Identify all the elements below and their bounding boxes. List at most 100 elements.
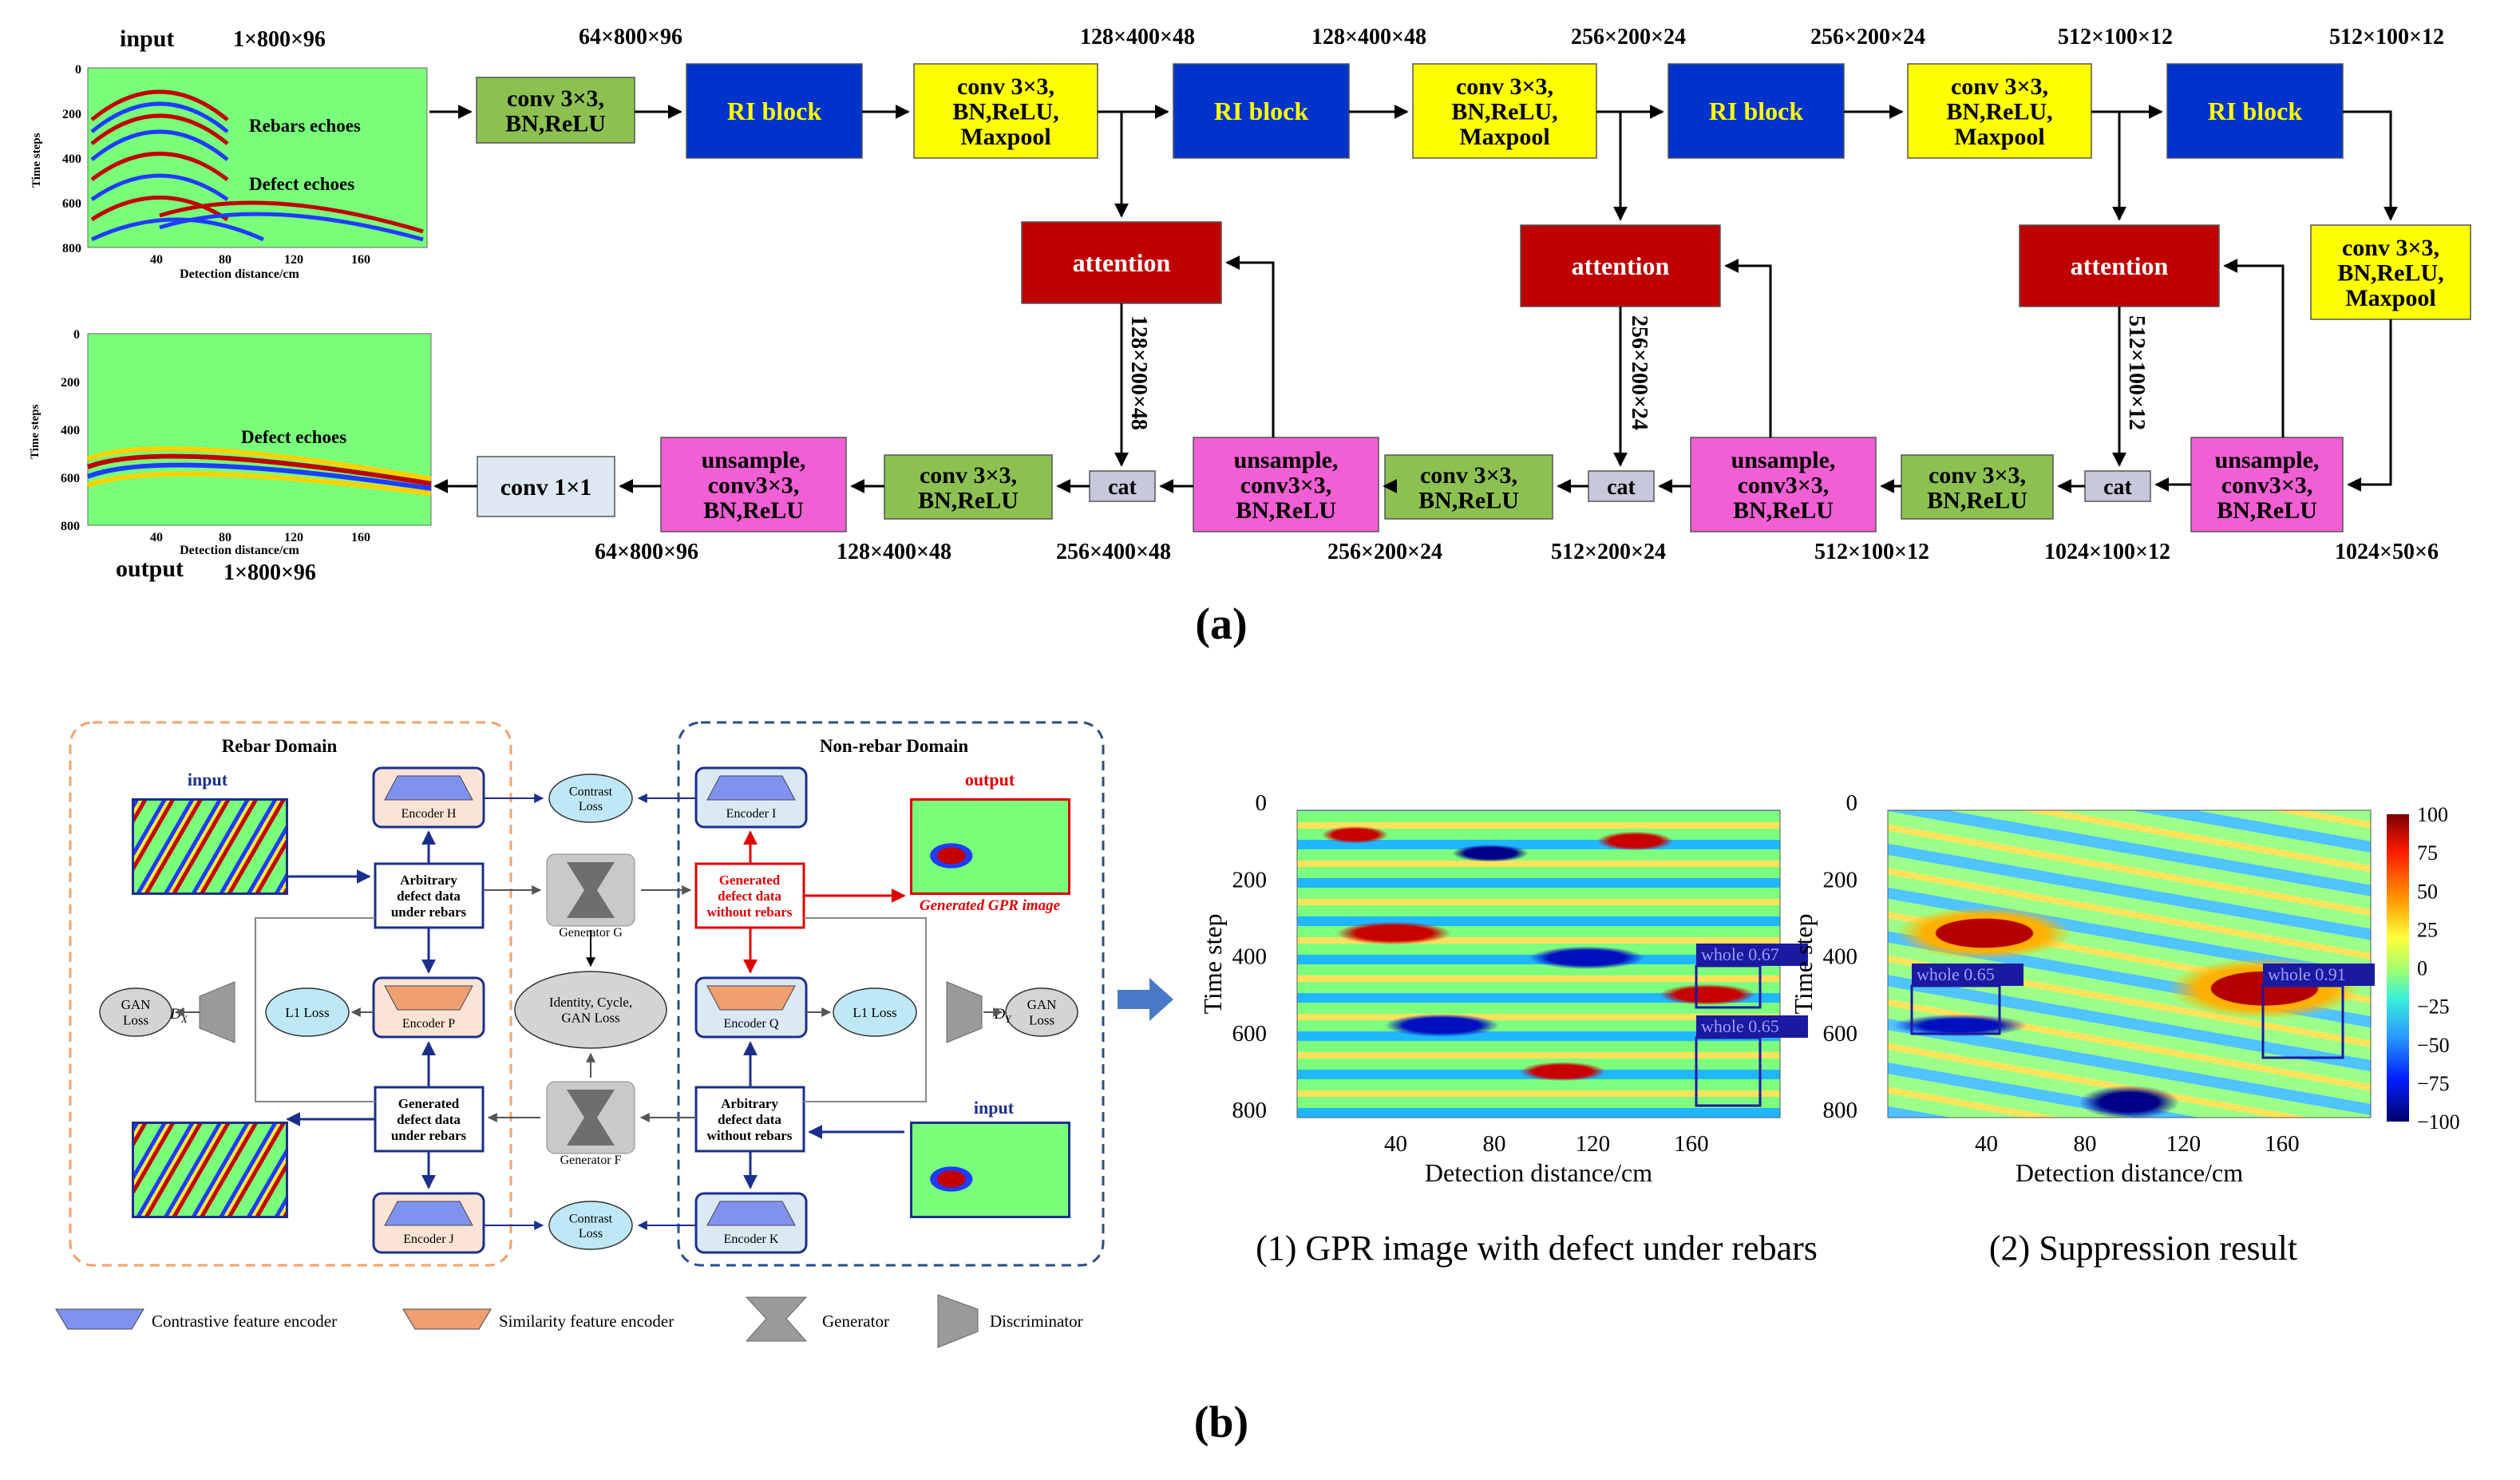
contrast-loss-top-shape [548, 774, 633, 823]
legend-generator-icon [745, 1296, 808, 1342]
encoder-k: Encoder K [694, 1192, 808, 1254]
identity-cycle-loss-shape [514, 971, 667, 1049]
input-dim: 1×800×96 [233, 27, 326, 52]
conv1x1: conv 1×1 [477, 456, 615, 517]
gan-loss-left-shape [99, 987, 172, 1037]
upsample-1-label: unsample,conv3×3,BN,ReLU [702, 447, 806, 524]
arb-rebars-box-box [374, 862, 485, 929]
encoder-k-label: Encoder K [724, 1233, 779, 1246]
nonrebar-domain-box [677, 721, 1105, 1267]
input-xtick-0: 40 [150, 253, 163, 267]
output-ytick-0: 0 [73, 328, 80, 342]
enc-pool-3-label: conv 3×3,BN,ReLU,Maxpool [1946, 73, 2052, 150]
nonrebar-domain-title: Non-rebar Domain [820, 736, 969, 756]
upsample-1: unsample,conv3×3,BN,ReLU [660, 437, 847, 532]
upsample-2: unsample,conv3×3,BN,ReLU [1193, 437, 1379, 532]
cat-2-box [1588, 470, 1655, 502]
encoder-p-label: Encoder P [402, 1017, 455, 1031]
upsample-3-label: unsample,conv3×3,BN,ReLU [1731, 447, 1836, 524]
legend-similarity-icon [402, 1308, 492, 1330]
input-label: input [120, 26, 174, 52]
output-ylabel: Time steps [29, 404, 42, 459]
generator-g-icon [567, 862, 615, 918]
dec-conv-1-label: conv 3×3,BN,ReLU [918, 462, 1019, 514]
legend-similarity-label: Similarity feature encoder [499, 1312, 674, 1331]
dim-top-6: 512×100×12 [2329, 25, 2444, 49]
cat-1-box [1089, 470, 1156, 502]
dim-bottom-5: 512×100×12 [1814, 540, 1929, 564]
ri-block-4: RI block [2166, 63, 2344, 159]
attention-1-box [1021, 221, 1222, 304]
output-gpr-plot [87, 333, 432, 526]
input-xtick-2: 120 [284, 253, 303, 267]
discriminator-y-icon [946, 981, 983, 1043]
generator-f: Generator F [546, 1081, 635, 1167]
upsample-4-label: unsample,conv3×3,BN,ReLU [2215, 447, 2320, 524]
output-label: output [116, 556, 184, 582]
dim-top-4: 256×200×24 [1810, 25, 1925, 49]
attention-3-label: attention [2071, 251, 2169, 280]
conv1x1-box [477, 456, 615, 517]
pb-input-bottom-label: input [974, 1098, 1015, 1118]
dim-top-5: 512×100×12 [2058, 25, 2173, 49]
ri-block-2-label: RI block [1214, 97, 1308, 125]
l1-loss-right: L1 Loss [833, 987, 917, 1037]
panel-a: input 1×800×96 Rebars echoes Defect echo… [29, 25, 2471, 649]
enc-pool-2-box [1412, 63, 1597, 159]
input-ytick-0: 0 [75, 63, 81, 77]
ri-block-2-box [1173, 63, 1350, 159]
ri-block-3: RI block [1667, 63, 1845, 159]
nonrebar-input-image [910, 1122, 1070, 1218]
ri-block-3-box [1667, 63, 1845, 159]
encoder-h-label: Encoder H [402, 807, 457, 821]
colorbar [2387, 814, 2409, 1122]
upsample-3: unsample,conv3×3,BN,ReLU [1690, 437, 1877, 532]
contrast-loss-bottom-shape [548, 1201, 633, 1250]
enc-pool-4-label: conv 3×3,BN,ReLU,Maxpool [2337, 235, 2443, 311]
output-xtick-0: 40 [150, 531, 163, 544]
ri-block-1-label: RI block [727, 97, 821, 125]
input-xtick-3: 160 [351, 253, 370, 267]
cat-1-label: cat [1108, 475, 1137, 500]
rebar-domain-title: Rebar Domain [222, 736, 338, 756]
dim-top-3: 256×200×24 [1571, 25, 1686, 49]
encoder-k-icon [706, 1201, 796, 1226]
input-ylabel: Time steps [30, 133, 43, 188]
dim-bottom-6: 1024×100×12 [2044, 540, 2170, 564]
attention-1: attention [1021, 221, 1222, 304]
generated-rebar-image [132, 1122, 288, 1218]
attention-3: attention [2019, 224, 2220, 307]
ri-block-4-box [2166, 63, 2344, 159]
input-ann-rebars: Rebars echoes [249, 116, 361, 136]
input-xtick-1: 80 [219, 253, 231, 267]
output-xtick-2: 120 [284, 531, 303, 544]
upsample-3-box [1690, 437, 1877, 532]
dec-conv-1: conv 3×3,BN,ReLU [884, 454, 1053, 520]
dim-bottom-4: 512×200×24 [1551, 540, 1666, 564]
enc-conv-1: conv 3×3,BN,ReLU [476, 77, 635, 144]
pb-input-top-label: input [188, 770, 228, 789]
cat-3: cat [2084, 470, 2151, 502]
input-ytick-3: 600 [62, 197, 81, 211]
pb-line-right-loop [804, 917, 927, 1102]
output-ytick-4: 800 [61, 520, 80, 533]
enc-pool-1-label: conv 3×3,BN,ReLU,Maxpool [952, 73, 1058, 150]
attention-1-label: attention [1073, 248, 1171, 277]
dim-bottom-2: 256×400×48 [1056, 540, 1171, 564]
gan-loss-right-shape [1005, 987, 1078, 1037]
ri-block-4-label: RI block [2208, 97, 2302, 125]
enc-pool-1: conv 3×3,BN,ReLU,Maxpool [913, 63, 1098, 159]
attention-2: attention [1520, 224, 1721, 307]
arrow-gate-3 [2223, 259, 2285, 437]
